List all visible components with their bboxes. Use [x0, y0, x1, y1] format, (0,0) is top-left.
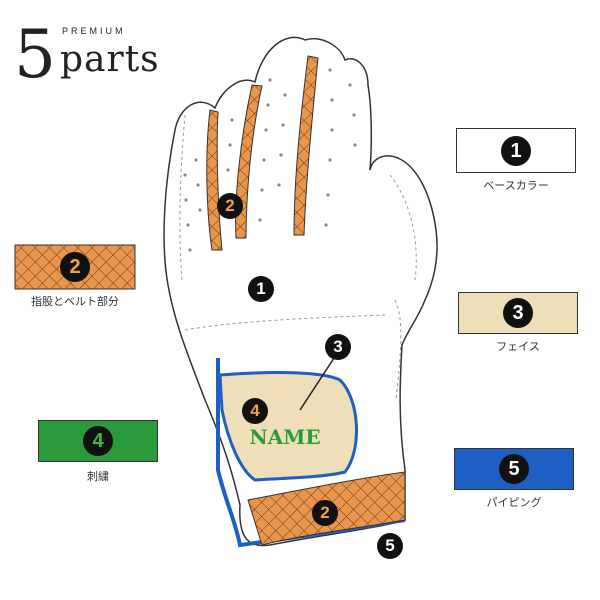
legend-label-crotch: 指股とベルト部分 [31, 295, 119, 308]
legend-badge-3: 3 [503, 298, 533, 328]
legend-label-base: ベースカラー [483, 179, 549, 192]
brand-premium: PREMIUM [62, 26, 126, 36]
brand-number: 5 [14, 16, 56, 93]
embroidery-name-text: NAME [249, 425, 320, 449]
legend-label-face: フェイス [496, 340, 540, 353]
marker-3: 3 [325, 334, 351, 360]
crotch-3 [293, 55, 319, 236]
crotch-1 [206, 109, 223, 251]
marker-4: 4 [242, 398, 268, 424]
legend-badge-2: 2 [60, 252, 90, 282]
marker-5: 5 [377, 533, 403, 559]
marker-1: 1 [248, 276, 274, 302]
legend-label-embroidery: 刺繍 [87, 470, 109, 483]
marker-2-belt: 2 [312, 500, 338, 526]
crotch-2 [235, 84, 263, 239]
legend-badge-4: 4 [83, 426, 113, 456]
legend-label-piping: パイピング [486, 496, 542, 509]
legend-badge-1: 1 [501, 136, 531, 166]
legend-badge-5: 5 [499, 454, 529, 484]
marker-2-crotch: 2 [217, 193, 243, 219]
brand-parts: parts [60, 39, 160, 80]
